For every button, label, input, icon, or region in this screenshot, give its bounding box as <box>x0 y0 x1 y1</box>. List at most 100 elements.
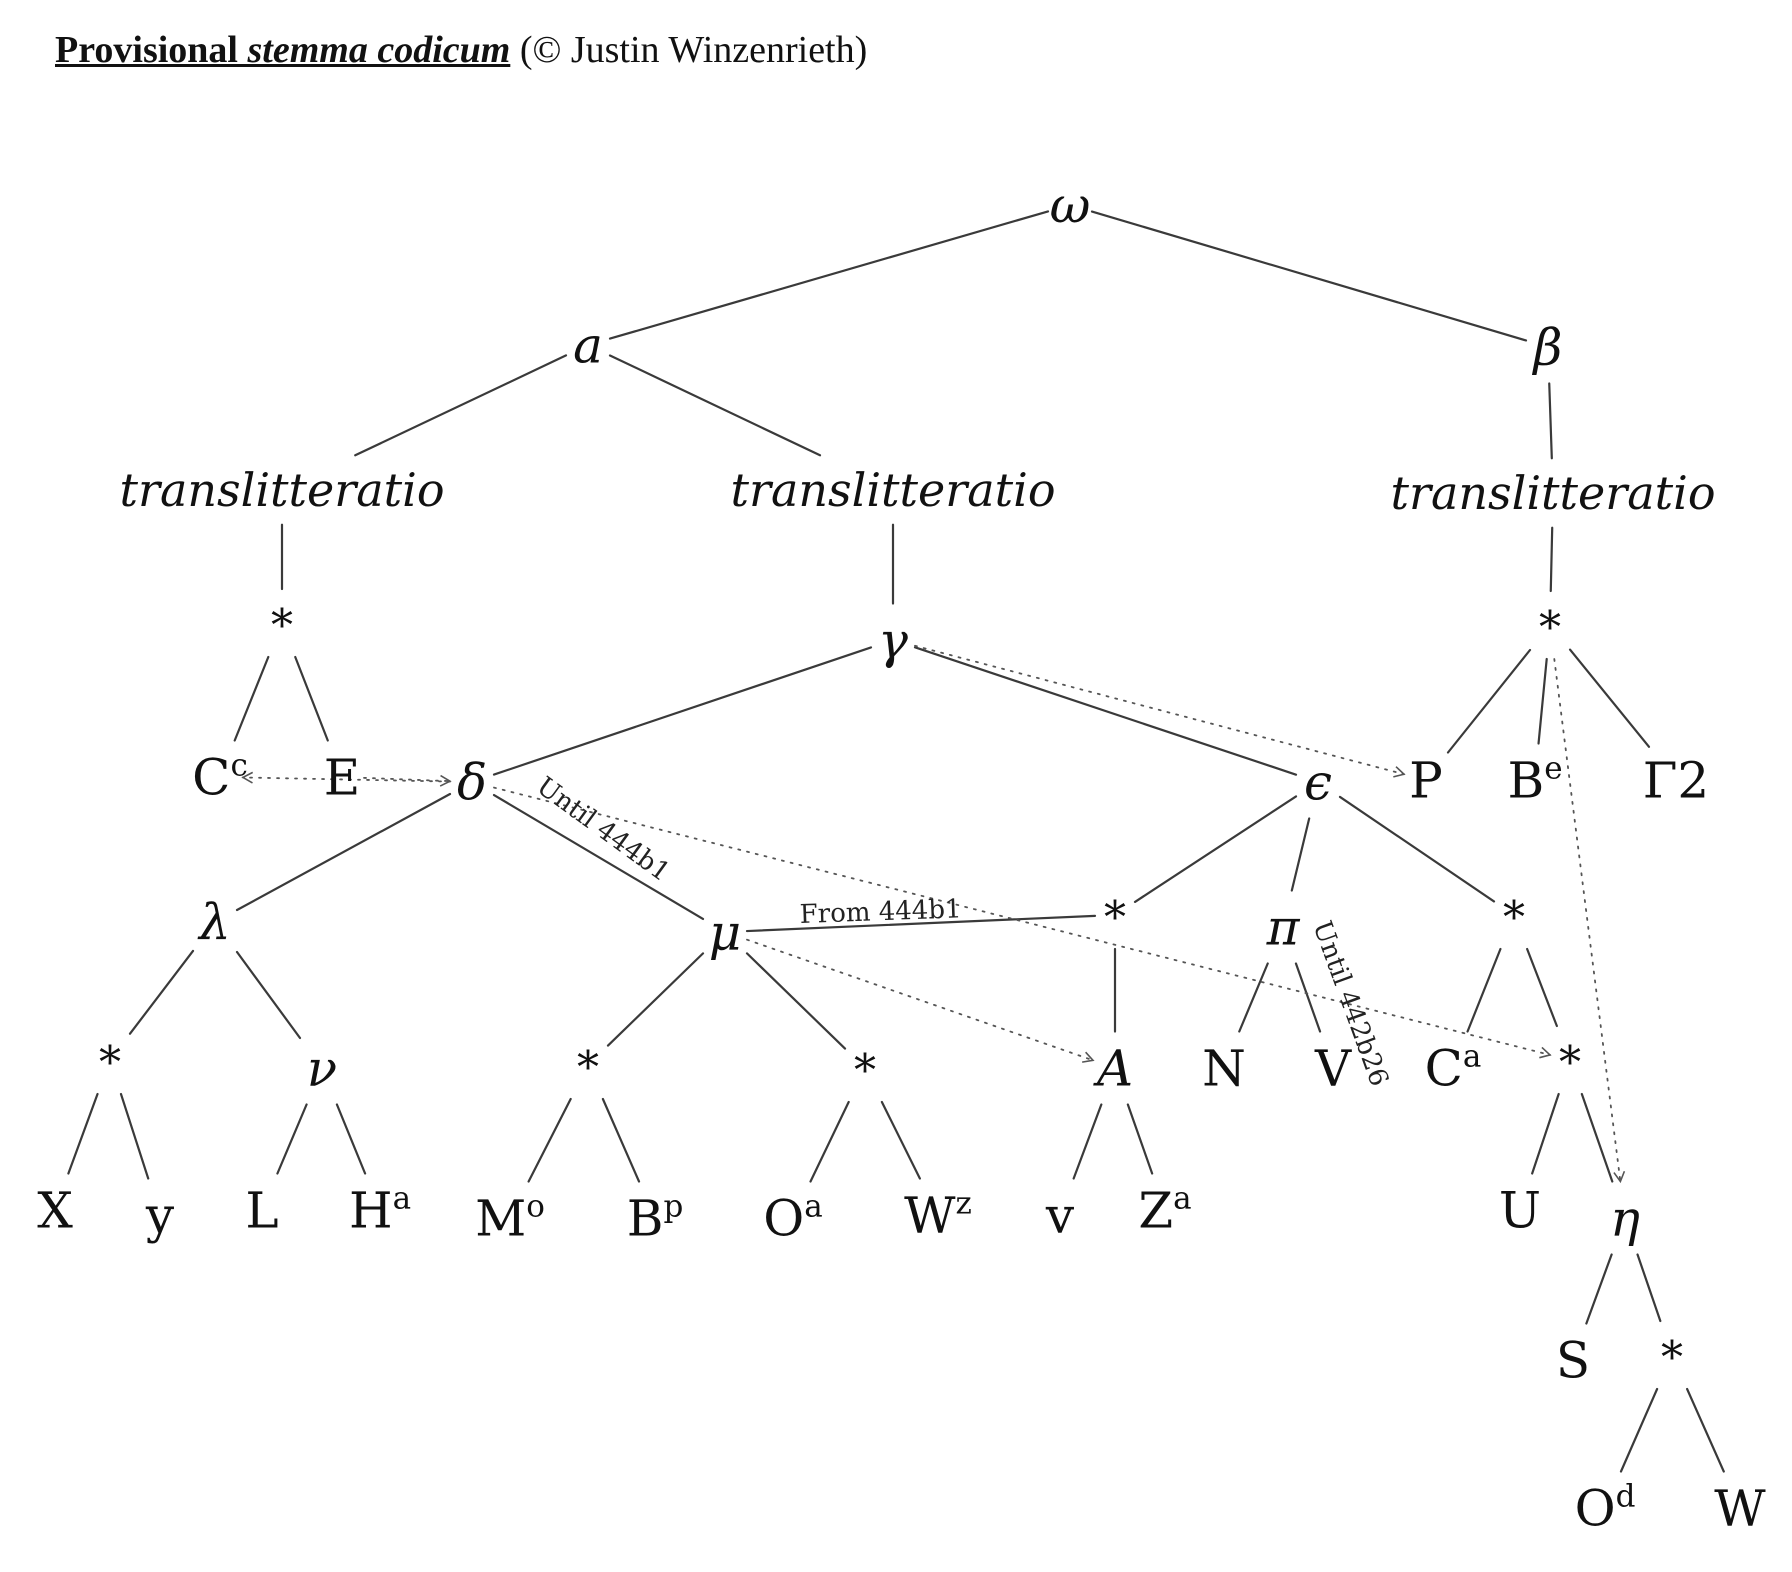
edge-lambda-nu <box>235 950 302 1040</box>
edge-mu-s7 <box>745 952 847 1050</box>
node-label-eta: η <box>1610 1190 1640 1248</box>
edge-a-tr2 <box>608 354 822 457</box>
node-Be: Be <box>1507 751 1562 810</box>
node-Cc: Cc <box>192 748 248 807</box>
edge-Aital-v <box>1072 1103 1103 1180</box>
edge-s7-Wz <box>880 1100 921 1180</box>
node-delta: δ <box>457 754 487 812</box>
node-label-E: E <box>324 749 361 807</box>
edge-epsilon-pi <box>1290 817 1311 892</box>
contamination-layer <box>241 644 1626 1184</box>
node-label-tr3: translitteratio <box>1390 466 1715 520</box>
node-label-nu: ν <box>307 1040 337 1098</box>
edge-beta-tr3 <box>1548 382 1553 460</box>
node-mu: μ <box>709 904 742 962</box>
node-s5: * <box>99 1038 121 1089</box>
contamination-mu-Aital <box>746 938 1094 1062</box>
arrowhead-s8 <box>1539 1046 1552 1059</box>
edge-a-tr1 <box>354 354 568 457</box>
node-s2: * <box>1539 603 1561 654</box>
node-label-Be: B <box>1507 752 1544 810</box>
node-label-G2: Γ2 <box>1643 752 1710 810</box>
edge-gamma-delta <box>492 646 873 776</box>
node-S: S <box>1556 1332 1590 1390</box>
node-y: y <box>145 1187 175 1245</box>
edge-epsilon-s4 <box>1338 795 1496 903</box>
edge-gamma-epsilon <box>913 646 1298 776</box>
title-copyright: (© Justin Winzenrieth) <box>510 29 868 71</box>
edge-nu-L <box>276 1103 308 1175</box>
node-label-N: N <box>1202 1040 1246 1098</box>
node-label-v: v <box>1045 1187 1075 1245</box>
node-Mo: Mo <box>475 1189 545 1248</box>
node-Bp: Bp <box>627 1189 684 1248</box>
node-a: a <box>573 317 603 375</box>
node-Ha: Ha <box>349 1181 411 1240</box>
node-label-L: L <box>245 1182 278 1240</box>
node-label-Cc: C <box>192 749 230 807</box>
node-eta: η <box>1610 1190 1640 1248</box>
node-label-delta: δ <box>457 754 487 812</box>
node-Wz: Wz <box>904 1186 972 1245</box>
edge-s2-Be <box>1537 657 1548 745</box>
node-pi: π <box>1266 899 1301 957</box>
node-G2: Γ2 <box>1643 752 1710 810</box>
edge-s5-X <box>67 1092 99 1175</box>
edge-tr3-s2 <box>1549 526 1554 593</box>
contamination-gamma-P <box>914 644 1405 776</box>
node-label-tr2: translitteratio <box>730 463 1055 517</box>
node-s3: * <box>1104 893 1126 944</box>
edge-mu-s6 <box>606 952 705 1047</box>
node-label-Wz: W <box>904 1187 956 1245</box>
node-label-s8: * <box>1559 1038 1581 1089</box>
title-italic: stemma codicum <box>247 29 511 71</box>
node-W: W <box>1714 1480 1766 1538</box>
node-label-V: V <box>1314 1040 1352 1098</box>
node-label-mu: μ <box>709 904 742 962</box>
edge-pi-N <box>1238 962 1269 1033</box>
node-omega: ω <box>1050 177 1091 235</box>
edge-eta-S <box>1585 1253 1613 1325</box>
arrowhead-P <box>1393 766 1406 778</box>
edge-s2-G2 <box>1568 648 1651 748</box>
edge-s9-W <box>1686 1387 1725 1473</box>
node-Aital: A <box>1093 1040 1133 1098</box>
node-label-Za: Z <box>1138 1182 1173 1240</box>
node-label-W: W <box>1714 1480 1766 1538</box>
node-label-lambda: λ <box>197 894 231 952</box>
node-sup-Ha: a <box>393 1181 411 1217</box>
node-Za: Za <box>1138 1181 1191 1240</box>
node-gamma: γ <box>878 612 908 670</box>
node-s4: * <box>1503 893 1525 944</box>
node-label-Ha: H <box>349 1182 393 1240</box>
node-label-pi: π <box>1266 899 1301 957</box>
node-beta: β <box>1532 319 1563 377</box>
node-sup-Oa: a <box>804 1189 822 1225</box>
node-v: v <box>1045 1187 1075 1245</box>
node-sup-Bp: p <box>663 1189 683 1225</box>
annotation-from444: From 444b1 <box>799 894 962 930</box>
node-sup-Od: d <box>1616 1479 1636 1515</box>
node-label-s4: * <box>1503 893 1525 944</box>
edge-s1-Cc <box>233 655 270 742</box>
node-epsilon: ϵ <box>1304 754 1332 812</box>
node-label-beta: β <box>1532 319 1563 377</box>
node-V: V <box>1314 1040 1352 1098</box>
node-label-P: P <box>1409 752 1443 810</box>
edge-s8-eta <box>1580 1092 1614 1183</box>
node-tr1: translitteratio <box>119 463 444 517</box>
edge-pi-V <box>1294 962 1322 1033</box>
node-s8: * <box>1559 1038 1581 1089</box>
arrowhead-eta <box>1613 1170 1626 1184</box>
node-tr2: translitteratio <box>730 463 1055 517</box>
edge-lambda-s5 <box>128 949 195 1035</box>
node-label-s5: * <box>99 1038 121 1089</box>
title-bold: Provisional stemma codicum <box>55 29 511 71</box>
edge-s9-Od <box>1619 1387 1659 1473</box>
node-label-Mo: M <box>475 1190 526 1248</box>
edge-Aital-Za <box>1126 1103 1154 1175</box>
node-label-tr1: translitteratio <box>119 463 444 517</box>
node-label-epsilon: ϵ <box>1304 754 1332 812</box>
stemma-title: Provisional stemma codicum (© Justin Win… <box>55 28 867 72</box>
